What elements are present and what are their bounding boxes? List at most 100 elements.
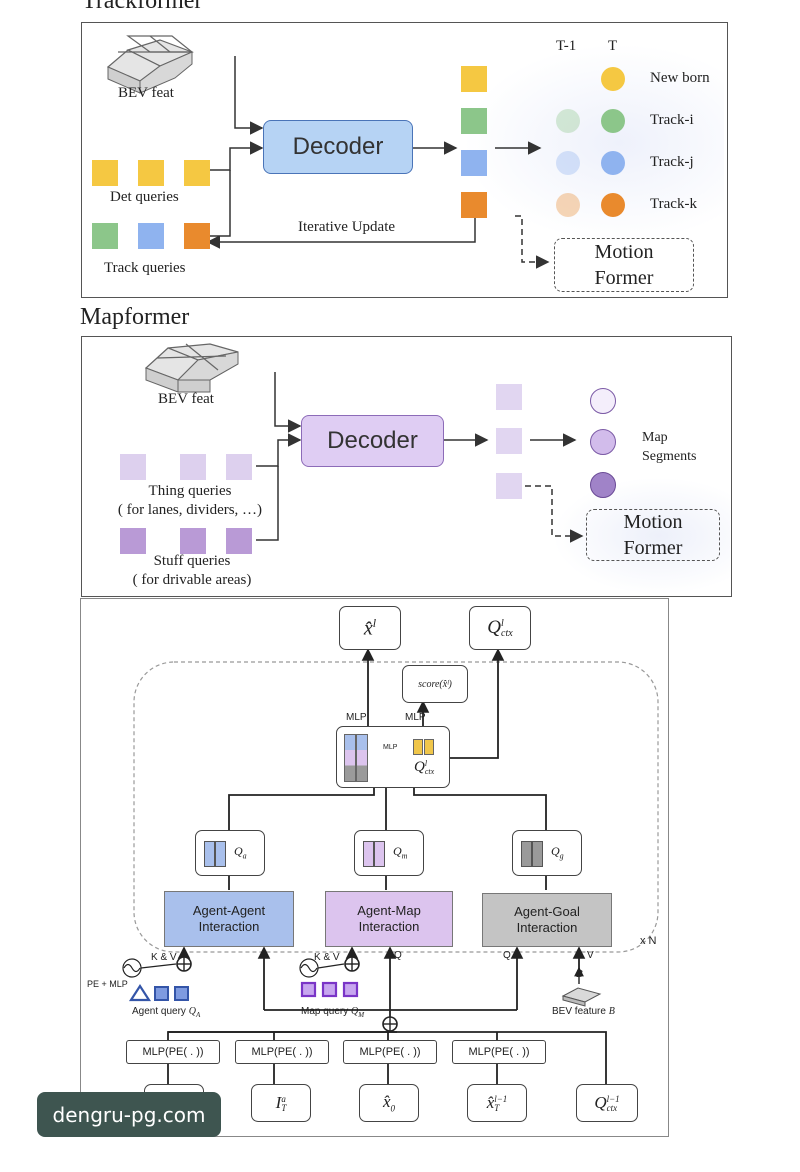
track-dot-current bbox=[601, 193, 625, 217]
det-query-square bbox=[92, 160, 118, 186]
track-query-square bbox=[92, 223, 118, 249]
output-square bbox=[461, 192, 487, 218]
trackformer-motion-former: Motion Former bbox=[554, 238, 694, 292]
map-segments-label-2: Segments bbox=[642, 449, 697, 464]
map-segments-label-1: Map bbox=[642, 430, 668, 445]
mlp-label-right: MLP bbox=[405, 712, 426, 723]
stuff-query-square bbox=[120, 528, 146, 554]
yellow-query-2 bbox=[424, 739, 434, 755]
det-query-square bbox=[138, 160, 164, 186]
mlp-pe-box-3: MLP(PE( . )) bbox=[343, 1040, 437, 1064]
thing-query-square bbox=[180, 454, 206, 480]
track-row-label: New born bbox=[650, 70, 710, 86]
q-label-map: Q bbox=[394, 950, 402, 961]
output-trajectory-box: x̂l bbox=[339, 606, 401, 650]
layer-repeat-label: x N bbox=[640, 935, 657, 947]
map-segment-dot bbox=[590, 429, 616, 455]
map-query-label: Map query QM bbox=[301, 1006, 365, 1019]
stacked-columns bbox=[344, 734, 368, 782]
track-dot-current bbox=[601, 151, 625, 175]
score-label: score(x̂ˡ) bbox=[418, 678, 452, 690]
output-square bbox=[461, 66, 487, 92]
motion-former-line2: Former bbox=[594, 267, 654, 289]
pe-mlp-label: PE + MLP bbox=[87, 979, 128, 989]
b-label: B bbox=[576, 968, 583, 980]
mlp-pe-box-2: MLP(PE( . )) bbox=[235, 1040, 329, 1064]
track-dot-current bbox=[601, 109, 625, 133]
thing-query-square bbox=[226, 454, 252, 480]
stuff-query-square bbox=[226, 528, 252, 554]
bev-grid-icon bbox=[106, 35, 194, 94]
agent-goal-interaction: Agent-Goal Interaction bbox=[482, 893, 612, 947]
track-dot-prev bbox=[556, 109, 580, 133]
trackformer-glow bbox=[462, 43, 724, 243]
det-queries-label: Det queries bbox=[110, 189, 179, 205]
inner-mlp-label: MLP bbox=[383, 744, 398, 751]
motionformer-connectors bbox=[122, 648, 659, 1090]
agent-query-box: Qa bbox=[195, 830, 265, 876]
output-x: x̂ bbox=[363, 617, 373, 640]
map-segment-dot bbox=[590, 388, 616, 414]
map-query-box: Qm bbox=[354, 830, 424, 876]
track-row-label: Track-k bbox=[650, 196, 697, 212]
q-label-goal: Q bbox=[503, 950, 511, 961]
kv-label-agent: K & V bbox=[151, 952, 177, 963]
mapformer-arrows bbox=[144, 343, 584, 543]
map-output-square bbox=[496, 473, 522, 499]
stuff-query-square bbox=[180, 528, 206, 554]
track-query-square bbox=[184, 223, 210, 249]
mlp-pe-box-1: MLP(PE( . )) bbox=[126, 1040, 220, 1064]
score-box: score(x̂ˡ) bbox=[402, 665, 468, 703]
agent-query-label: Agent query QA bbox=[132, 1006, 201, 1019]
output-q: Q bbox=[487, 617, 502, 638]
motion-former-line1: Motion bbox=[594, 241, 654, 263]
v-label-goal: V bbox=[587, 950, 594, 961]
output-q-sub: ctx bbox=[501, 627, 513, 639]
thing-queries-note: ( for lanes, dividers, …) bbox=[117, 502, 263, 518]
iterative-update-label: Iterative Update bbox=[298, 219, 396, 235]
output-square bbox=[461, 150, 487, 176]
kv-label-map: K & V bbox=[314, 952, 340, 963]
output-square bbox=[461, 108, 487, 134]
map-segment-dot bbox=[590, 472, 616, 498]
header-t-minus-1: T-1 bbox=[556, 38, 577, 54]
stuff-queries-note: ( for drivable areas) bbox=[132, 572, 252, 588]
map-output-square bbox=[496, 428, 522, 454]
thing-queries-label: Thing queries bbox=[148, 483, 232, 499]
trackformer-title: Trackformer bbox=[82, 0, 203, 14]
goal-query-box: Qg bbox=[512, 830, 582, 876]
header-t: T bbox=[608, 38, 618, 54]
mapformer-title: Mapformer bbox=[80, 304, 190, 330]
trackformer-decoder: Decoder bbox=[263, 120, 413, 174]
motion-former-line2: Former bbox=[623, 537, 683, 559]
track-row-label: Track-j bbox=[650, 154, 694, 170]
mapformer-decoder: Decoder bbox=[301, 415, 444, 467]
track-dot-current bbox=[601, 67, 625, 91]
agent-agent-interaction: Agent-Agent Interaction bbox=[164, 891, 294, 947]
det-query-square bbox=[184, 160, 210, 186]
stuff-queries-label: Stuff queries bbox=[153, 553, 231, 569]
agent-map-interaction: Agent-Map Interaction bbox=[325, 891, 453, 947]
watermark: dengru-pg.com bbox=[37, 1092, 221, 1137]
yellow-query-1 bbox=[413, 739, 423, 755]
bev-feature-label: BEV feature B bbox=[552, 1006, 615, 1017]
output-q-sup: l bbox=[501, 617, 504, 629]
track-query-square bbox=[138, 223, 164, 249]
mapformer-bev-label: BEV feat bbox=[158, 391, 214, 407]
track-queries-label: Track queries bbox=[104, 260, 186, 276]
motion-former-line1: Motion bbox=[623, 511, 683, 533]
map-output-square bbox=[496, 384, 522, 410]
trackformer-arrows bbox=[106, 35, 550, 269]
track-row-label: Track-i bbox=[650, 112, 694, 128]
bev-grid-icon bbox=[144, 343, 239, 393]
mlp-pe-box-4: MLP(PE( . )) bbox=[452, 1040, 546, 1064]
mlp-label-left: MLP bbox=[346, 712, 367, 723]
output-x-sup: l bbox=[372, 615, 377, 630]
track-dot-prev bbox=[556, 151, 580, 175]
